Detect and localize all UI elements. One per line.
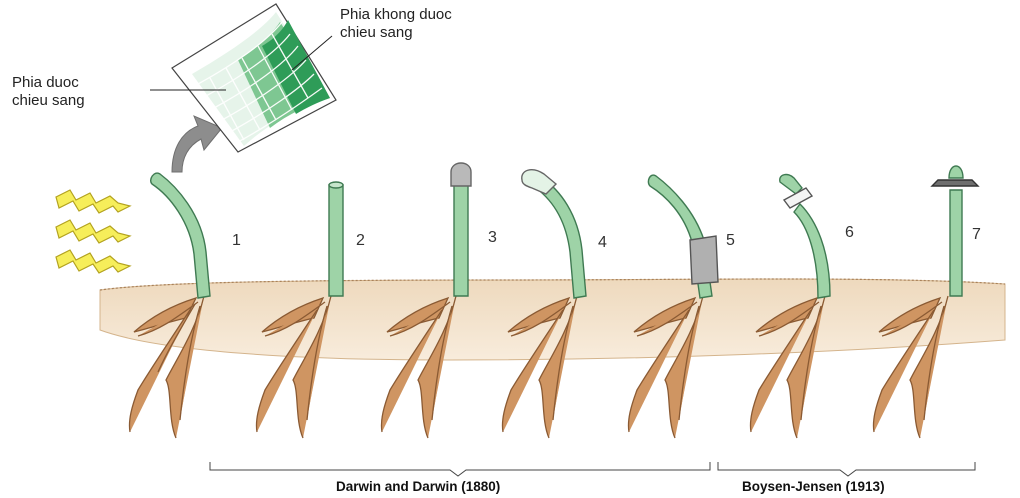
shaded-side-line2: chieu sang	[340, 24, 413, 41]
lit-side-line1: Phia duoc	[12, 74, 79, 91]
curved-arrow-icon	[171, 115, 223, 173]
darwin-group-label: Darwin and Darwin (1880)	[336, 479, 501, 494]
seedling-3-stem	[453, 179, 469, 297]
root-system-2	[255, 295, 332, 439]
seedling-label-2: 2	[356, 232, 365, 249]
seedling-label-6: 6	[845, 224, 854, 241]
light-rays-icon	[55, 189, 132, 274]
cell-inset	[150, 3, 337, 153]
seedling-label-4: 4	[598, 234, 607, 251]
root-system-6	[749, 295, 826, 439]
boysen-group-label: Boysen-Jensen (1913)	[742, 479, 885, 494]
seedling-4-stem	[535, 177, 587, 299]
mica-barrier-icon	[930, 179, 980, 187]
group-brackets	[209, 462, 976, 477]
transparent-cap-icon	[521, 169, 558, 195]
lit-side-line2: chieu sang	[12, 92, 85, 109]
seedling-label-7: 7	[972, 226, 981, 243]
root-system-1	[128, 295, 205, 439]
seedling-label-3: 3	[488, 229, 497, 246]
seedling-6-tip	[779, 173, 803, 195]
roots	[128, 295, 949, 439]
seedling-7-tip	[948, 165, 964, 179]
seedling-1-stem	[150, 172, 211, 299]
root-system-4	[501, 295, 578, 439]
seedling-6-stem	[793, 202, 831, 299]
root-system-3	[380, 295, 457, 439]
gelatin-block-icon	[782, 187, 814, 209]
opaque-sheath-icon	[689, 235, 719, 285]
shaded-side-label: Phia khong duoc chieu sang	[340, 6, 452, 42]
darwin-bracket	[209, 462, 711, 477]
root-system-5	[627, 295, 704, 439]
seedling-7-stem	[949, 189, 963, 297]
seedling-label-5: 5	[726, 232, 735, 249]
seedling-label-1: 1	[232, 232, 241, 249]
opaque-cap-icon	[450, 162, 472, 187]
lit-side-label: Phia duoc chieu sang	[12, 74, 85, 110]
root-system-7	[872, 295, 949, 439]
boysen-bracket	[717, 462, 976, 477]
seedling-2-stem	[328, 184, 344, 297]
shaded-side-line1: Phia khong duoc	[340, 6, 452, 23]
stems	[150, 162, 980, 299]
